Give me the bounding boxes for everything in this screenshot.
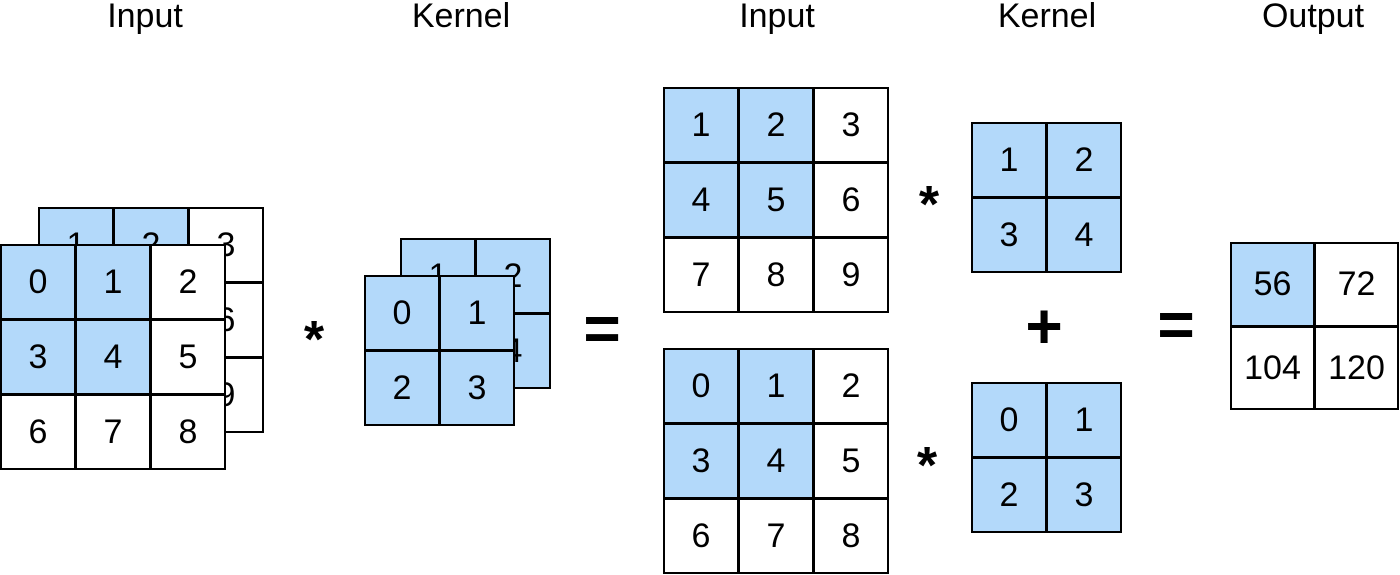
grid-cell: 104: [1232, 327, 1313, 408]
grid-cell: 2: [152, 246, 224, 318]
grid-cell: 0: [366, 277, 438, 349]
equals-operator-right: =: [1157, 288, 1195, 360]
grid-cell: 4: [1048, 199, 1120, 271]
grid-cell: 3: [973, 199, 1045, 271]
grid-cell: 1: [740, 350, 812, 422]
grid-cell: 3: [441, 352, 513, 424]
grid-cell: 5: [815, 425, 887, 497]
grid-cell: 5: [740, 164, 812, 236]
grid-cell: 120: [1316, 327, 1397, 408]
grid-cell: 8: [740, 239, 812, 311]
grid-cell: 5: [152, 321, 224, 393]
grid-cell: 0: [2, 246, 74, 318]
grid-cell: 2: [815, 350, 887, 422]
grid-cell: 4: [740, 425, 812, 497]
grid-cell: 6: [665, 500, 737, 572]
grid-cell: 3: [815, 89, 887, 161]
grid-cell: 9: [815, 239, 887, 311]
equals-operator-left: =: [583, 292, 621, 364]
grid-cell: 6: [2, 396, 74, 468]
kernel-title-right: Kernel: [997, 0, 1097, 35]
grid-cell: 7: [665, 239, 737, 311]
grid-cell: 3: [1048, 459, 1120, 531]
grid-cell: 0: [973, 384, 1045, 456]
grid-cell: 1: [973, 124, 1045, 196]
convolve-operator-left: *: [303, 311, 325, 369]
grid-cell: 3: [2, 321, 74, 393]
grid-cell: 2: [366, 352, 438, 424]
grid-cell: 2: [740, 89, 812, 161]
output-title: Output: [1261, 0, 1365, 35]
grid-cell: 4: [77, 321, 149, 393]
input-title-left: Input: [107, 0, 183, 35]
grid-cell: 6: [815, 164, 887, 236]
grid-cell: 2: [1048, 124, 1120, 196]
grid-cell: 56: [1232, 244, 1313, 325]
grid-cell: 1: [441, 277, 513, 349]
grid-cell: 1: [665, 89, 737, 161]
grid-cell: 3: [665, 425, 737, 497]
grid-cell: 1: [77, 246, 149, 318]
convolve-operator-top: *: [918, 176, 940, 234]
grid-cell: 1: [1048, 384, 1120, 456]
grid-cell: 8: [815, 500, 887, 572]
kernel-title-left: Kernel: [411, 0, 511, 35]
grid-cell: 8: [152, 396, 224, 468]
grid-cell: 0: [665, 350, 737, 422]
input-title-right: Input: [739, 0, 815, 35]
plus-operator: +: [1025, 290, 1063, 362]
grid-cell: 7: [740, 500, 812, 572]
grid-cell: 4: [665, 164, 737, 236]
convolve-operator-bottom: *: [916, 437, 938, 495]
grid-cell: 7: [77, 396, 149, 468]
grid-cell: 2: [973, 459, 1045, 531]
grid-cell: 72: [1316, 244, 1397, 325]
